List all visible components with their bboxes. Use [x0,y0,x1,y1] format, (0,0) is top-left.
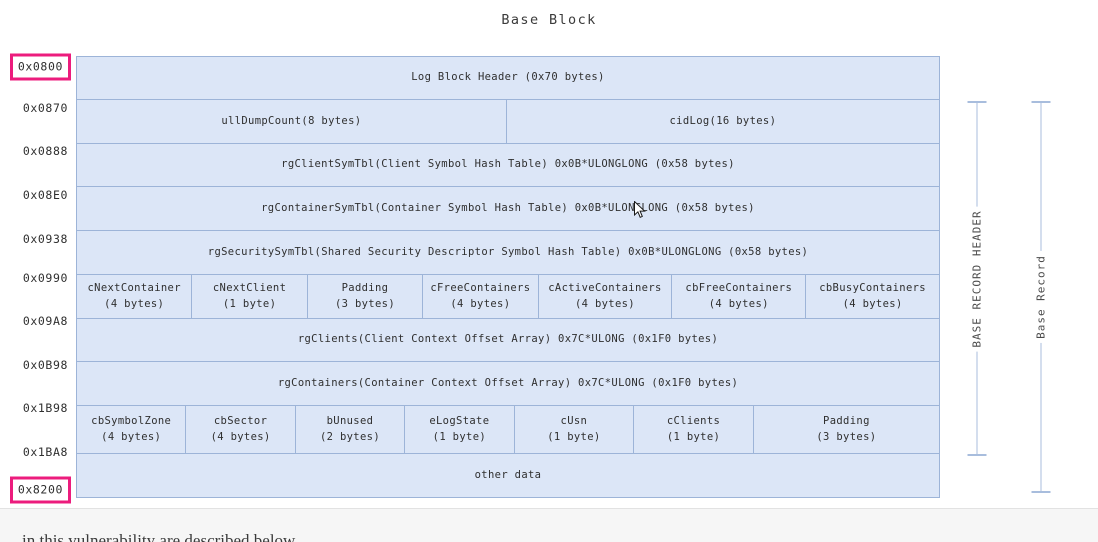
field-cell-log-block-header-0: Log Block Header (0x70 bytes) [77,57,939,99]
field-label: Log Block Header (0x70 bytes) [411,71,605,84]
field-cell-container-counters-1: cNextClient (1 byte) [192,275,308,318]
address-label-0x0b98: 0x0B98 [22,358,68,372]
table-row: rgClients(Client Context Offset Array) 0… [77,319,939,362]
address-label-0x8200: 0x8200 [9,476,71,504]
field-label: rgContainerSymTbl(Container Symbol Hash … [261,201,755,214]
field-size: (4 bytes) [574,297,635,310]
field-size: (1 byte) [666,430,721,443]
address-gutter: 0x0800 0x0870 0x0888 0x08E0 0x0938 0x0990 0x09… [0,53,76,504]
address-label-0x0800: 0x0800 [9,53,71,81]
page-bottom-strip: in this vulnerability are described belo… [0,508,1098,542]
table-row: rgClientSymTbl(Client Symbol Hash Table)… [77,144,939,187]
table-row: rgSecuritySymTbl(Shared Security Descrip… [77,231,939,275]
table-row: rgContainers(Container Context Offset Ar… [77,362,939,406]
field-label: cbSector [213,415,268,428]
field-label: rgContainers(Container Context Offset Ar… [277,376,739,389]
bracket-cap-top [1031,101,1051,103]
field-cell-symbolzone-fields-1: cbSector (4 bytes) [186,406,296,453]
field-label: rgClients(Client Context Offset Array) 0… [297,333,719,346]
field-cell-symbolzone-fields-2: bUnused (2 bytes) [296,406,406,453]
field-size: (3 bytes) [816,430,877,443]
page-title: Base Block [501,12,597,28]
address-label-0x08e0: 0x08E0 [22,188,68,202]
structure-table: Log Block Header (0x70 bytes) ullDumpCoun… [76,56,940,498]
field-cell-container-counters-5: cbFreeContainers (4 bytes) [672,275,807,318]
field-cell-symbolzone-fields-5: cClients (1 byte) [634,406,754,453]
field-label: Padding [823,415,870,428]
field-cell-container-counters-3: cFreeContainers (4 bytes) [423,275,539,318]
field-label: cbSymbolZone [91,415,172,428]
field-size: (1 byte) [547,430,601,443]
field-cell-container-counters-0: cNextContainer (4 bytes) [77,275,193,318]
address-label-0x0990: 0x0990 [22,271,68,285]
field-cell-container-counters-2: Padding (3 bytes) [308,275,424,318]
field-label: cUsn [560,415,588,428]
table-row: ullDumpCount(8 bytes) cidLog(16 bytes) [77,100,939,144]
address-label-0x09a8: 0x09A8 [22,314,68,328]
field-label: cNextContainer [87,282,181,295]
table-row: rgContainerSymTbl(Container Symbol Hash … [77,187,939,231]
field-label: cbBusyContainers [819,282,926,295]
field-size: (4 bytes) [104,297,165,310]
bracket-base-record: Base Record [1031,101,1051,493]
field-label: rgClientSymTbl(Client Symbol Hash Table)… [281,158,735,171]
table-row: cNextContainer (4 bytes) cNextClient (1 byt… [77,275,939,319]
field-cell-symbolzone-fields-4: cUsn (1 byte) [515,406,635,453]
field-size: (4 bytes) [842,297,903,310]
field-size: (4 bytes) [210,430,271,443]
field-size: (1 byte) [432,430,487,443]
field-size: (4 bytes) [450,297,511,310]
field-cell-rg-clients-0: rgClients(Client Context Offset Array) 0… [77,319,939,361]
field-label: cNextClient [212,282,287,295]
field-cell-dumpcount-cidlog-1: cidLog(16 bytes) [507,100,939,143]
bracket-label: Base Record [1033,251,1049,343]
field-label: other data [474,468,542,481]
field-cell-symbolzone-fields-0: cbSymbolZone (4 bytes) [77,406,187,453]
field-label: ullDumpCount(8 bytes) [221,114,362,127]
bracket-base-record-header: BASE RECORD HEADER [967,101,987,456]
bracket-cap-bottom [967,454,987,456]
field-cell-client-sym-tbl-0: rgClientSymTbl(Client Symbol Hash Table)… [77,144,939,186]
bracket-label: BASE RECORD HEADER [969,205,985,352]
table-row: Log Block Header (0x70 bytes) [77,57,939,100]
address-label-0x0870: 0x0870 [22,101,68,115]
field-size: (4 bytes) [101,430,162,443]
field-label: cClients [666,415,721,428]
field-size: (1 byte) [222,297,277,310]
field-cell-symbolzone-fields-6: Padding (3 bytes) [754,406,939,453]
address-label-0x0888: 0x0888 [22,144,68,158]
field-label: Padding [341,282,389,295]
field-label: eLogState [429,415,490,428]
field-label: cActiveContainers [548,282,662,295]
address-label-0x1ba8: 0x1BA8 [22,445,68,459]
field-cell-rg-containers-0: rgContainers(Container Context Offset Ar… [77,362,939,405]
address-label-0x1b98: 0x1B98 [22,401,68,415]
bracket-cap-top [967,101,987,103]
field-cell-container-counters-6: cbBusyContainers (4 bytes) [806,275,939,318]
table-row: other data [77,454,939,497]
field-label: cFreeContainers [430,282,531,295]
field-label: cidLog(16 bytes) [669,114,777,127]
field-cell-security-sym-tbl-0: rgSecuritySymTbl(Shared Security Descrip… [77,231,939,274]
bracket-cap-bottom [1031,491,1051,493]
bottom-strip-text: in this vulnerability are described belo… [22,531,299,542]
field-size: (3 bytes) [334,297,395,310]
table-row: cbSymbolZone (4 bytes) cbSector (4 bytes) bU… [77,406,939,454]
field-cell-container-sym-tbl-0: rgContainerSymTbl(Container Symbol Hash … [77,187,939,230]
field-cell-other-data-0: other data [77,454,939,497]
field-label: bUnused [326,415,374,428]
field-size: (4 bytes) [708,297,769,310]
field-size: (2 bytes) [319,430,380,443]
address-label-0x0938: 0x0938 [22,232,68,246]
field-cell-dumpcount-cidlog-0: ullDumpCount(8 bytes) [77,100,507,143]
field-label: rgSecuritySymTbl(Shared Security Descrip… [207,245,809,258]
field-label: cbFreeContainers [685,282,793,295]
field-cell-symbolzone-fields-3: eLogState (1 byte) [405,406,515,453]
field-cell-container-counters-4: cActiveContainers (4 bytes) [539,275,673,318]
